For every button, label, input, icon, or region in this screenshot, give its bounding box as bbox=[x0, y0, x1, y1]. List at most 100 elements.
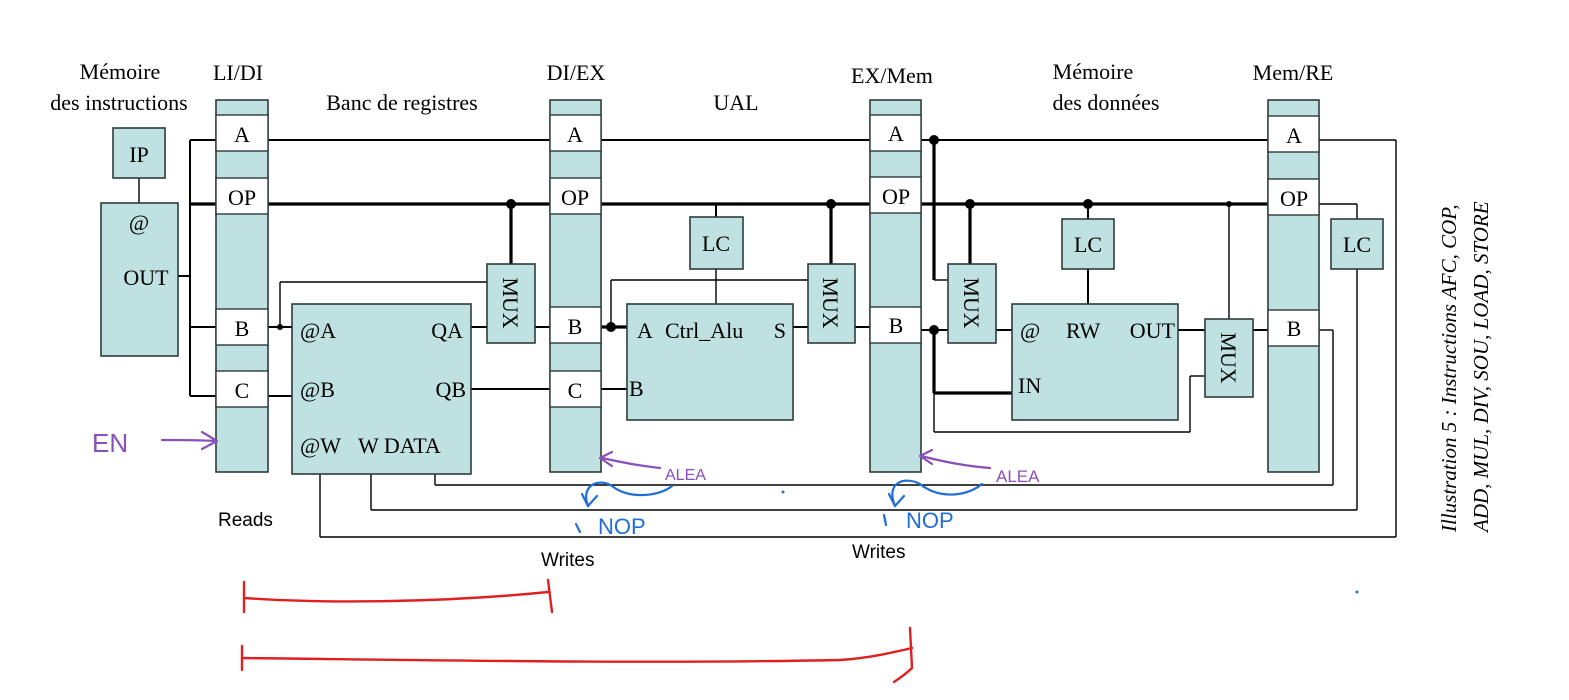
ip-label: IP bbox=[129, 142, 149, 167]
nop-loop-1-icon bbox=[585, 481, 674, 508]
figure-caption: Illustration 5 : Instructions AFC, COP, … bbox=[1437, 201, 1493, 534]
heading-instr-mem-line2: des instructions bbox=[50, 90, 188, 115]
stray-dot-2 bbox=[1355, 590, 1359, 594]
pipeline-register-di-ex: A OP B C bbox=[549, 99, 602, 473]
register-file: @A @B @W W DATA QA QB bbox=[291, 303, 472, 475]
di-ex-field-b bbox=[549, 306, 602, 344]
li-di-op-label: OP bbox=[228, 185, 256, 210]
note-reads: Reads bbox=[218, 510, 273, 531]
ip-register bbox=[112, 127, 166, 179]
ex-mem-field-op bbox=[869, 176, 922, 214]
pipeline-register-ex-mem: A OP B bbox=[869, 99, 922, 473]
note-writes-1: Writes bbox=[541, 550, 594, 571]
note-nop-1: NOP bbox=[598, 514, 646, 539]
red-bracket-1-right bbox=[546, 578, 554, 614]
instr-mem-addr-label: @ bbox=[129, 210, 149, 235]
heading-data-mem-line1: Mémoire bbox=[1053, 59, 1134, 84]
ex-mem-op-label: OP bbox=[882, 184, 910, 209]
stray-dot-1 bbox=[781, 490, 785, 494]
regfile-addr-w-label: @W bbox=[300, 433, 341, 458]
alu-b-label: B bbox=[629, 376, 644, 401]
datamem-rw-label: RW bbox=[1066, 318, 1100, 343]
alea-arrow-2-icon bbox=[919, 454, 992, 470]
note-alea-1: ALEA bbox=[665, 467, 706, 484]
lc-writeback-label: LC bbox=[1343, 232, 1371, 257]
lc-ual: LC bbox=[689, 216, 744, 270]
mux-re: MUX bbox=[1204, 318, 1254, 398]
regfile-wdata-label: W DATA bbox=[358, 433, 441, 458]
mem-re-a-label: A bbox=[1286, 123, 1302, 148]
heading-banc-registres: Banc de registres bbox=[326, 90, 478, 115]
mem-re-b-label: B bbox=[1287, 316, 1302, 341]
mux-mem: MUX bbox=[947, 263, 997, 344]
li-di-a-label: A bbox=[234, 122, 250, 147]
datamem-out-label: OUT bbox=[1130, 318, 1176, 343]
di-ex-field-op bbox=[549, 177, 602, 215]
mem-re-field-b bbox=[1267, 309, 1320, 347]
wires bbox=[138, 135, 1397, 538]
caption-line1: Illustration 5 : Instructions AFC, COP, bbox=[1437, 204, 1461, 533]
nop-tick-1-icon bbox=[574, 522, 582, 534]
ex-mem-a-label: A bbox=[888, 121, 904, 146]
lc-datamem: LC bbox=[1061, 218, 1115, 270]
mux-di: MUX bbox=[486, 263, 536, 344]
regfile-addr-b-label: @B bbox=[300, 377, 335, 402]
stage-headings: Mémoire des instructions LI/DI Banc de r… bbox=[50, 59, 1333, 115]
heading-ual: UAL bbox=[713, 90, 758, 115]
instruction-memory: IP @ OUT bbox=[100, 127, 179, 357]
alu-a-label: A bbox=[637, 318, 653, 343]
en-arrow-icon bbox=[160, 438, 218, 443]
mux-ex: MUX bbox=[807, 263, 856, 344]
lc-writeback: LC bbox=[1330, 218, 1384, 270]
mux-re-label: MUX bbox=[1216, 332, 1241, 383]
alu-ctrl-label: Ctrl_Alu bbox=[665, 318, 743, 343]
mem-re-field-op bbox=[1267, 178, 1320, 216]
red-bracket-1-bar bbox=[242, 590, 550, 603]
note-en: EN bbox=[92, 428, 128, 458]
heading-instr-mem-line1: Mémoire bbox=[80, 59, 161, 84]
heading-ex-mem: EX/Mem bbox=[851, 63, 933, 88]
heading-data-mem-line2: des données bbox=[1053, 90, 1160, 115]
instruction-memory-block bbox=[100, 202, 179, 357]
alu: A Ctrl_Alu S B bbox=[626, 303, 794, 421]
li-di-field-op bbox=[215, 177, 269, 215]
di-ex-c-label: C bbox=[568, 378, 583, 403]
red-bracket-2-right bbox=[892, 626, 914, 684]
di-ex-b-label: B bbox=[568, 314, 583, 339]
red-bracket-2-bar bbox=[240, 646, 914, 663]
heading-li-di: LI/DI bbox=[213, 60, 263, 85]
note-nop-2: NOP bbox=[906, 508, 954, 533]
alea-arrowhead-2-icon bbox=[918, 448, 934, 466]
di-ex-field-a bbox=[549, 114, 602, 152]
pipeline-register-mem-re: A OP B bbox=[1267, 99, 1320, 473]
mem-re-op-label: OP bbox=[1280, 186, 1308, 211]
datamem-in-label: IN bbox=[1018, 373, 1041, 398]
data-memory: @ RW OUT IN bbox=[1011, 303, 1179, 421]
nop-tick-2-icon bbox=[882, 513, 888, 527]
datamem-addr-label: @ bbox=[1020, 318, 1040, 343]
regfile-addr-a-label: @A bbox=[300, 318, 336, 343]
caption-line2: ADD, MUL, DIV, SOU, LOAD, STORE bbox=[1469, 201, 1493, 534]
alu-s-label: S bbox=[774, 318, 786, 343]
mux-mem-label: MUX bbox=[959, 277, 984, 328]
di-ex-field-c bbox=[549, 370, 602, 408]
li-di-field-c bbox=[215, 370, 269, 408]
li-di-field-b bbox=[215, 308, 269, 346]
instr-mem-out-label: OUT bbox=[123, 265, 169, 290]
di-ex-op-label: OP bbox=[561, 185, 589, 210]
heading-mem-re: Mem/RE bbox=[1253, 60, 1334, 85]
regfile-qb-label: QB bbox=[435, 377, 466, 402]
ex-mem-field-a bbox=[869, 114, 922, 152]
alea-arrow-1-icon bbox=[600, 456, 662, 470]
regfile-qa-label: QA bbox=[431, 318, 463, 343]
nop-arrowhead-1-icon bbox=[580, 492, 599, 508]
nop-arrowhead-2-icon bbox=[887, 492, 906, 508]
heading-di-ex: DI/EX bbox=[547, 60, 606, 85]
li-di-field-a bbox=[215, 114, 269, 152]
mux-ex-label: MUX bbox=[818, 277, 843, 328]
annotations: Reads Writes Writes EN ALEA ALEA NOP NOP bbox=[92, 428, 1359, 684]
ex-mem-b-label: B bbox=[889, 313, 904, 338]
en-arrowhead-icon bbox=[200, 430, 219, 451]
lc-ual-label: LC bbox=[702, 231, 730, 256]
